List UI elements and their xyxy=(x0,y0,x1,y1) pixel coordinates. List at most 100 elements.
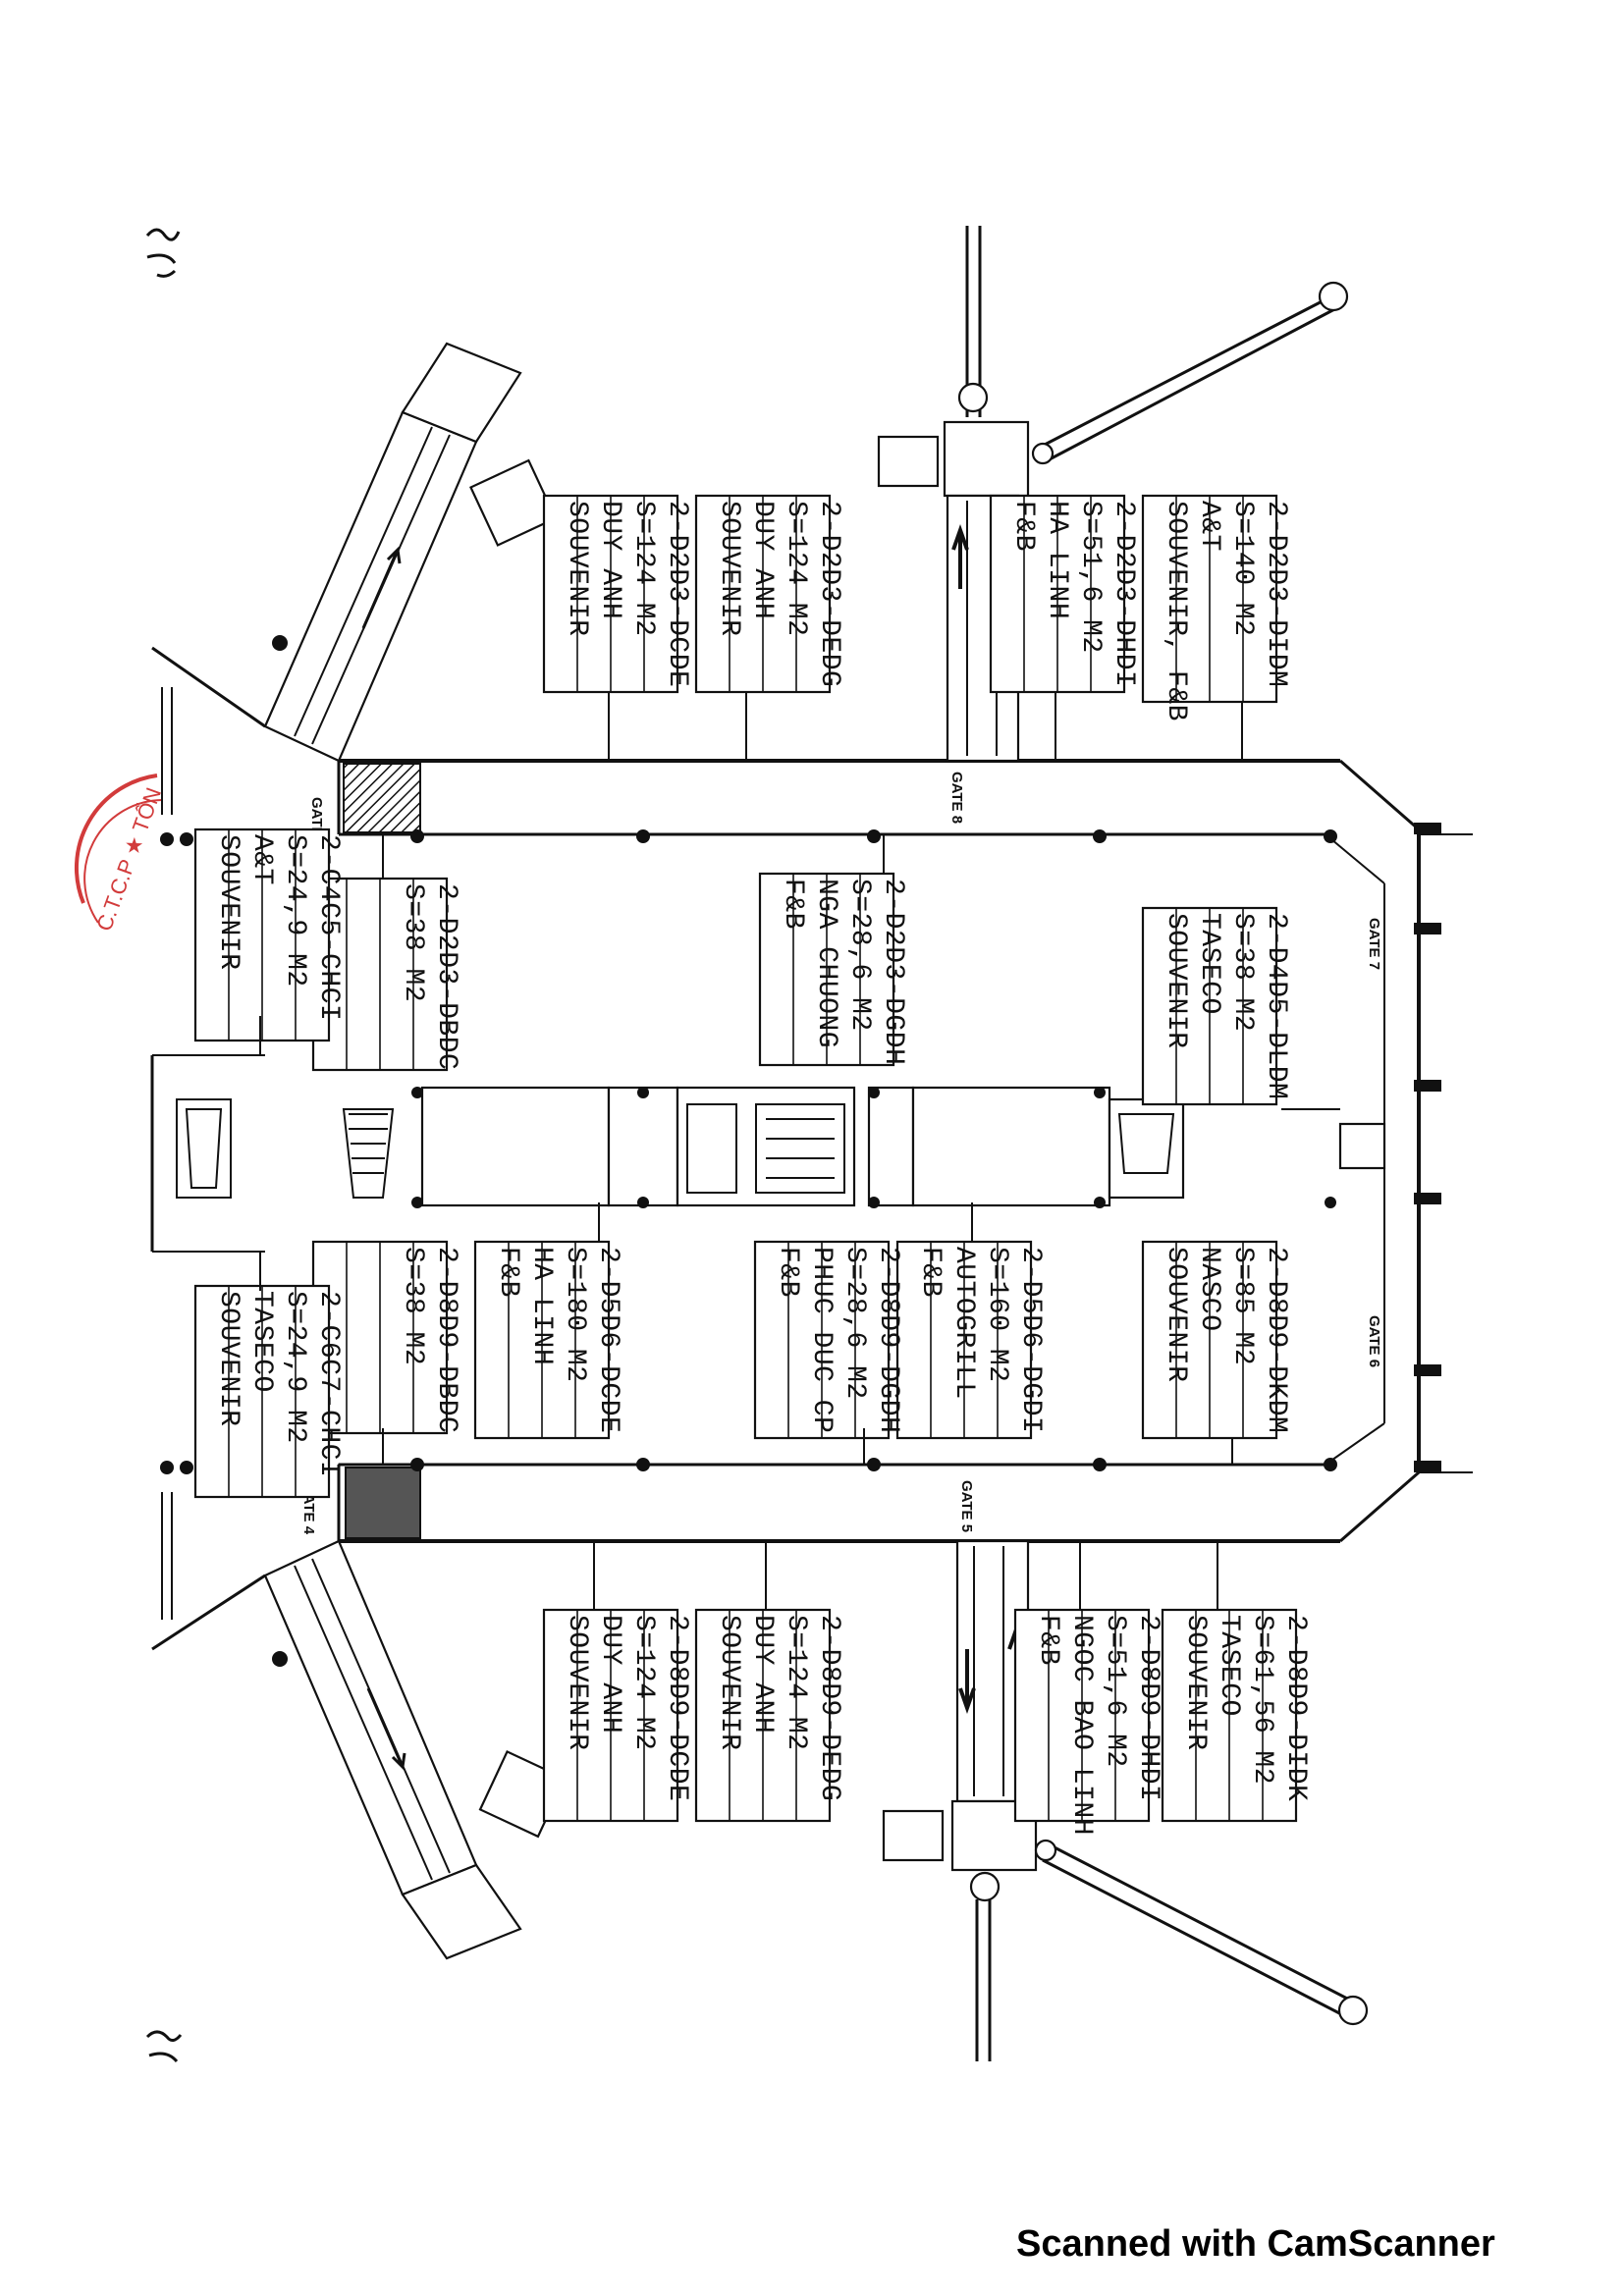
store-code: 2-D2D3-DCDE xyxy=(662,501,692,687)
store-category: F&B xyxy=(1008,501,1039,552)
store-area: S=180 M2 xyxy=(560,1247,590,1382)
central-core xyxy=(176,1086,1386,1207)
store-code: 2-D8D9-DGDH xyxy=(873,1247,903,1433)
gate-6-label: GATE 6 xyxy=(1366,1315,1382,1367)
concourse-walls xyxy=(150,759,1473,1543)
store-category: SOUVENIR xyxy=(562,1615,592,1750)
jet-bridge-gate-5 xyxy=(882,1539,1369,2061)
store-code: 2-D8D9-DCDE xyxy=(662,1615,692,1801)
store-category: SOUVENIR xyxy=(714,501,744,636)
store-code: 2-D2D3-DHDI xyxy=(1109,501,1139,687)
company-stamp: C.T.C.P ★ TỔN xyxy=(74,774,166,934)
store-area: S=51,6 M2 xyxy=(1100,1615,1130,1768)
store-code: 2-D8D9-DEDG xyxy=(814,1615,844,1801)
store-category: SOUVENIR xyxy=(1180,1615,1211,1750)
store-area: S=38 M2 xyxy=(1227,913,1258,1032)
store-tenant: DUY ANH xyxy=(595,1615,625,1734)
store-area: S=28,6 M2 xyxy=(839,1247,870,1400)
store-tenant: DUY ANH xyxy=(747,501,778,619)
store-code: 2-D2D3-DBDC xyxy=(431,883,461,1070)
store-area: S=24,9 M2 xyxy=(280,834,310,988)
store-code: 2-D4D5-DLDM xyxy=(1261,913,1291,1099)
gate-4-hatched-block xyxy=(345,1467,421,1539)
gate-9-hatched-block xyxy=(343,763,421,833)
store-tenant: HA LINH xyxy=(526,1247,557,1365)
store-area: S=38 M2 xyxy=(398,883,428,1002)
store-area: S=140 M2 xyxy=(1227,501,1258,636)
store-tenant: NASCO xyxy=(1194,1247,1224,1332)
store-code: 2-D8D9-DIDK xyxy=(1280,1615,1311,1801)
store-code: 2-D5D6-DGDI xyxy=(1015,1247,1046,1433)
store-tenant: AUTOGRILL xyxy=(948,1247,979,1400)
store-code: 2-D5D6-DCDE xyxy=(593,1247,623,1433)
store-tenant: TASECO xyxy=(1214,1615,1244,1717)
handwritten-note-top xyxy=(145,228,181,278)
store-category: SOUVENIR xyxy=(1161,913,1191,1048)
store-code: 2-D2D3-DIDM xyxy=(1261,501,1291,687)
store-category: F&B xyxy=(1033,1615,1063,1666)
store-tenant: TASECO xyxy=(1194,913,1224,1015)
store-tenant: PHUC DUC CP xyxy=(806,1247,837,1433)
store-category: SOUVENIR, F&B xyxy=(1161,501,1191,721)
store-area: S=85 M2 xyxy=(1227,1247,1258,1365)
store-code: 2-D2D3-DEDG xyxy=(814,501,844,687)
terminal-left-edge xyxy=(151,646,266,1651)
store-category: F&B xyxy=(778,879,808,930)
store-category: SOUVENIR xyxy=(213,834,243,970)
store-code: 2-D8D9-DBDC xyxy=(431,1247,461,1433)
store-area: S=124 M2 xyxy=(781,501,811,636)
store-category: F&B xyxy=(773,1247,803,1298)
leader-lines xyxy=(259,692,1340,1610)
camscanner-watermark: Scanned with CamScanner xyxy=(1016,2223,1495,2265)
store-area: S=124 M2 xyxy=(628,501,659,636)
store-tenant: NGA CHUONG xyxy=(811,879,841,1048)
store-category: SOUVENIR xyxy=(1161,1247,1191,1382)
store-code: 2-D2D3-DGDH xyxy=(878,879,908,1065)
store-category: F&B xyxy=(915,1247,946,1298)
store-tenant: A&T xyxy=(1194,501,1224,552)
store-category: F&B xyxy=(493,1247,523,1298)
store-tenant: DUY ANH xyxy=(747,1615,778,1734)
bridge-gate-4 xyxy=(263,1539,567,1960)
bridge-gate-9 xyxy=(263,342,558,763)
store-category: SOUVENIR xyxy=(562,501,592,636)
store-tenant: HA LINH xyxy=(1042,501,1072,619)
handwritten-note-bottom xyxy=(145,2030,183,2063)
store-area: S=51,6 M2 xyxy=(1075,501,1106,654)
store-area: S=124 M2 xyxy=(628,1615,659,1750)
store-code: 2-C6C7-CHCI xyxy=(313,1291,344,1477)
gate-7-label: GATE 7 xyxy=(1366,918,1382,970)
store-area: S=24,9 M2 xyxy=(280,1291,310,1444)
store-category: SOUVENIR xyxy=(714,1615,744,1750)
store-tenant: A&T xyxy=(246,834,277,885)
store-tenant: DUY ANH xyxy=(595,501,625,619)
store-area: S=38 M2 xyxy=(398,1247,428,1365)
store-code: 2-D8D9-DKDM xyxy=(1261,1247,1291,1433)
store-area: S=61,56 M2 xyxy=(1247,1615,1277,1785)
store-tenant: NGOC BAO LINH xyxy=(1066,1615,1097,1836)
gate-8-label: GATE 8 xyxy=(948,772,965,824)
store-area: S=124 M2 xyxy=(781,1615,811,1750)
column-markers xyxy=(160,635,1337,1667)
store-code: 2-D8D9-DHDI xyxy=(1133,1615,1163,1801)
store-category: SOUVENIR xyxy=(213,1291,243,1426)
